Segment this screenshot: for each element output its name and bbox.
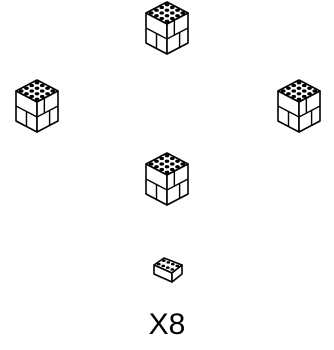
stud xyxy=(170,268,175,271)
stud xyxy=(307,86,312,90)
stud xyxy=(169,5,175,10)
stud xyxy=(166,261,171,264)
stud xyxy=(296,97,302,101)
stud xyxy=(312,89,318,93)
stud xyxy=(169,156,175,161)
stud xyxy=(296,81,302,85)
stud xyxy=(175,165,180,169)
brick-assembly-left xyxy=(15,79,59,133)
stud xyxy=(45,86,50,90)
stud xyxy=(175,14,180,18)
stud xyxy=(296,92,302,96)
stud xyxy=(154,8,159,12)
stud xyxy=(180,11,186,15)
stud xyxy=(164,154,170,158)
stud xyxy=(180,162,186,166)
stud xyxy=(296,86,302,90)
stud xyxy=(45,92,50,96)
stud xyxy=(39,94,45,99)
stud xyxy=(165,266,170,269)
stud xyxy=(164,8,170,12)
stud xyxy=(159,162,165,166)
stud xyxy=(154,165,159,169)
stud xyxy=(159,11,165,15)
stud xyxy=(159,167,165,172)
stud xyxy=(301,83,307,88)
stud xyxy=(148,11,154,15)
stud xyxy=(164,3,170,7)
stud xyxy=(169,16,175,21)
stud xyxy=(39,89,45,93)
stud xyxy=(156,262,161,266)
stud xyxy=(159,156,165,161)
stud xyxy=(29,83,35,88)
stud xyxy=(34,97,40,101)
stud xyxy=(159,16,165,21)
stud xyxy=(307,92,312,96)
stud xyxy=(286,92,291,96)
stud xyxy=(159,5,165,10)
stud xyxy=(286,86,291,90)
stud xyxy=(175,8,180,12)
single-brick-2x4 xyxy=(153,257,183,283)
stud xyxy=(154,159,159,163)
stud xyxy=(175,159,180,163)
stud xyxy=(169,11,175,15)
stud xyxy=(34,81,40,85)
stud xyxy=(169,162,175,166)
stud xyxy=(154,14,159,18)
brick-assembly-top xyxy=(145,1,189,55)
stud xyxy=(34,86,40,90)
stud xyxy=(169,167,175,172)
stud xyxy=(170,262,175,266)
stud xyxy=(164,14,170,18)
stud xyxy=(18,89,24,93)
stud xyxy=(175,264,180,268)
brick-assembly-center xyxy=(145,152,189,206)
stud xyxy=(301,89,307,93)
stud xyxy=(50,89,56,93)
stud xyxy=(164,165,170,169)
stud xyxy=(164,159,170,163)
brick-assembly-right xyxy=(277,79,321,133)
stud xyxy=(291,94,297,99)
stud xyxy=(164,19,170,23)
stud xyxy=(24,86,29,90)
stud xyxy=(301,94,307,99)
stud xyxy=(29,89,35,93)
quantity-label: X8 xyxy=(148,308,186,341)
stud xyxy=(148,162,154,166)
stud xyxy=(29,94,35,99)
stud xyxy=(291,89,297,93)
stud xyxy=(164,170,170,174)
stud xyxy=(24,92,29,96)
stud xyxy=(34,92,40,96)
stud xyxy=(291,83,297,88)
stud xyxy=(280,89,286,93)
stud xyxy=(39,83,45,88)
stud xyxy=(161,264,166,268)
stud xyxy=(161,259,166,262)
